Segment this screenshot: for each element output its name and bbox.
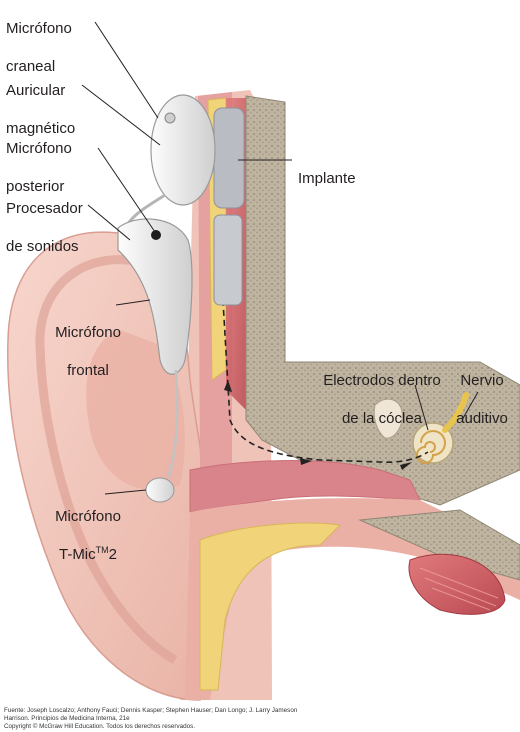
label-line: magnético <box>6 120 76 137</box>
muscle-bundle <box>408 553 506 615</box>
label-line: auditivo <box>456 410 508 427</box>
label-auditory-nerve: Nervio auditivo <box>450 352 514 428</box>
label-line: Auricular <box>6 82 66 99</box>
label-sound-processor: Procesador de sonidos <box>6 180 83 256</box>
credit-line-authors: Fuente: Joseph Loscalzo; Anthony Fauci; … <box>4 707 298 714</box>
label-front-microphone: Micrófono frontal <box>48 304 128 380</box>
trademark-superscript: TM <box>95 545 109 555</box>
label-line: Micrófono <box>6 20 72 37</box>
cochlea-spiral <box>416 430 446 464</box>
label-tmic-microphone: Micrófono T-MicTM2 <box>40 488 136 564</box>
label-line: Procesador <box>6 200 83 217</box>
implant-receiver <box>213 107 245 209</box>
ossicles <box>373 398 403 439</box>
concha <box>86 330 185 490</box>
sound-processor <box>117 218 193 375</box>
electrode-lead <box>219 249 429 463</box>
tmic-microphone <box>145 477 175 503</box>
credit-line-copyright: Copyright © McGraw Hill Education. Todos… <box>4 722 196 730</box>
label-line: Micrófono <box>6 140 72 157</box>
muscle-fibers <box>419 567 499 611</box>
lead-arrow-2 <box>300 458 312 465</box>
fat-layer-lower <box>199 522 342 691</box>
label-line: Micrófono <box>55 324 121 341</box>
label-rear-microphone: Micrófono posterior <box>6 120 72 196</box>
lower-bone <box>358 509 520 581</box>
skull-bone <box>245 95 520 506</box>
rear-microphone <box>151 230 161 240</box>
label-electrodes: Electrodos dentro de la cóclea <box>312 352 452 428</box>
label-line: T-Mic <box>58 546 96 563</box>
lead-arrow-3 <box>400 462 412 470</box>
magnetic-headpiece <box>150 94 216 206</box>
leader-lines <box>81 21 479 495</box>
lead-arrow-1 <box>224 380 232 392</box>
label-magnetic-headpiece: Auricular magnético <box>6 62 75 138</box>
label-line: de sonidos <box>6 238 79 255</box>
source-credit: Fuente: Joseph Loscalzo; Anthony Fauci; … <box>4 707 514 730</box>
label-line: 2 <box>108 546 117 563</box>
label-line: craneal <box>6 58 56 75</box>
cranial-microphone <box>164 112 176 124</box>
label-line: Implante <box>298 170 356 187</box>
label-line: de la cóclea <box>341 410 423 427</box>
label-line: Electrodos dentro <box>323 372 441 389</box>
auditory-nerve <box>442 392 469 433</box>
tmic-wire <box>166 369 179 479</box>
label-line: posterior <box>6 178 65 195</box>
label-line: Micrófono <box>55 508 121 525</box>
label-line: Nervio <box>460 372 504 389</box>
credit-line-title: Harrison. Principios de Medicina Interna… <box>4 714 130 722</box>
helix-fold <box>35 255 178 664</box>
label-cranial-microphone: Micrófono craneal <box>6 0 72 76</box>
implant-stimulator <box>213 214 243 306</box>
label-line: frontal <box>67 362 109 379</box>
label-implant: Implante <box>298 150 356 188</box>
